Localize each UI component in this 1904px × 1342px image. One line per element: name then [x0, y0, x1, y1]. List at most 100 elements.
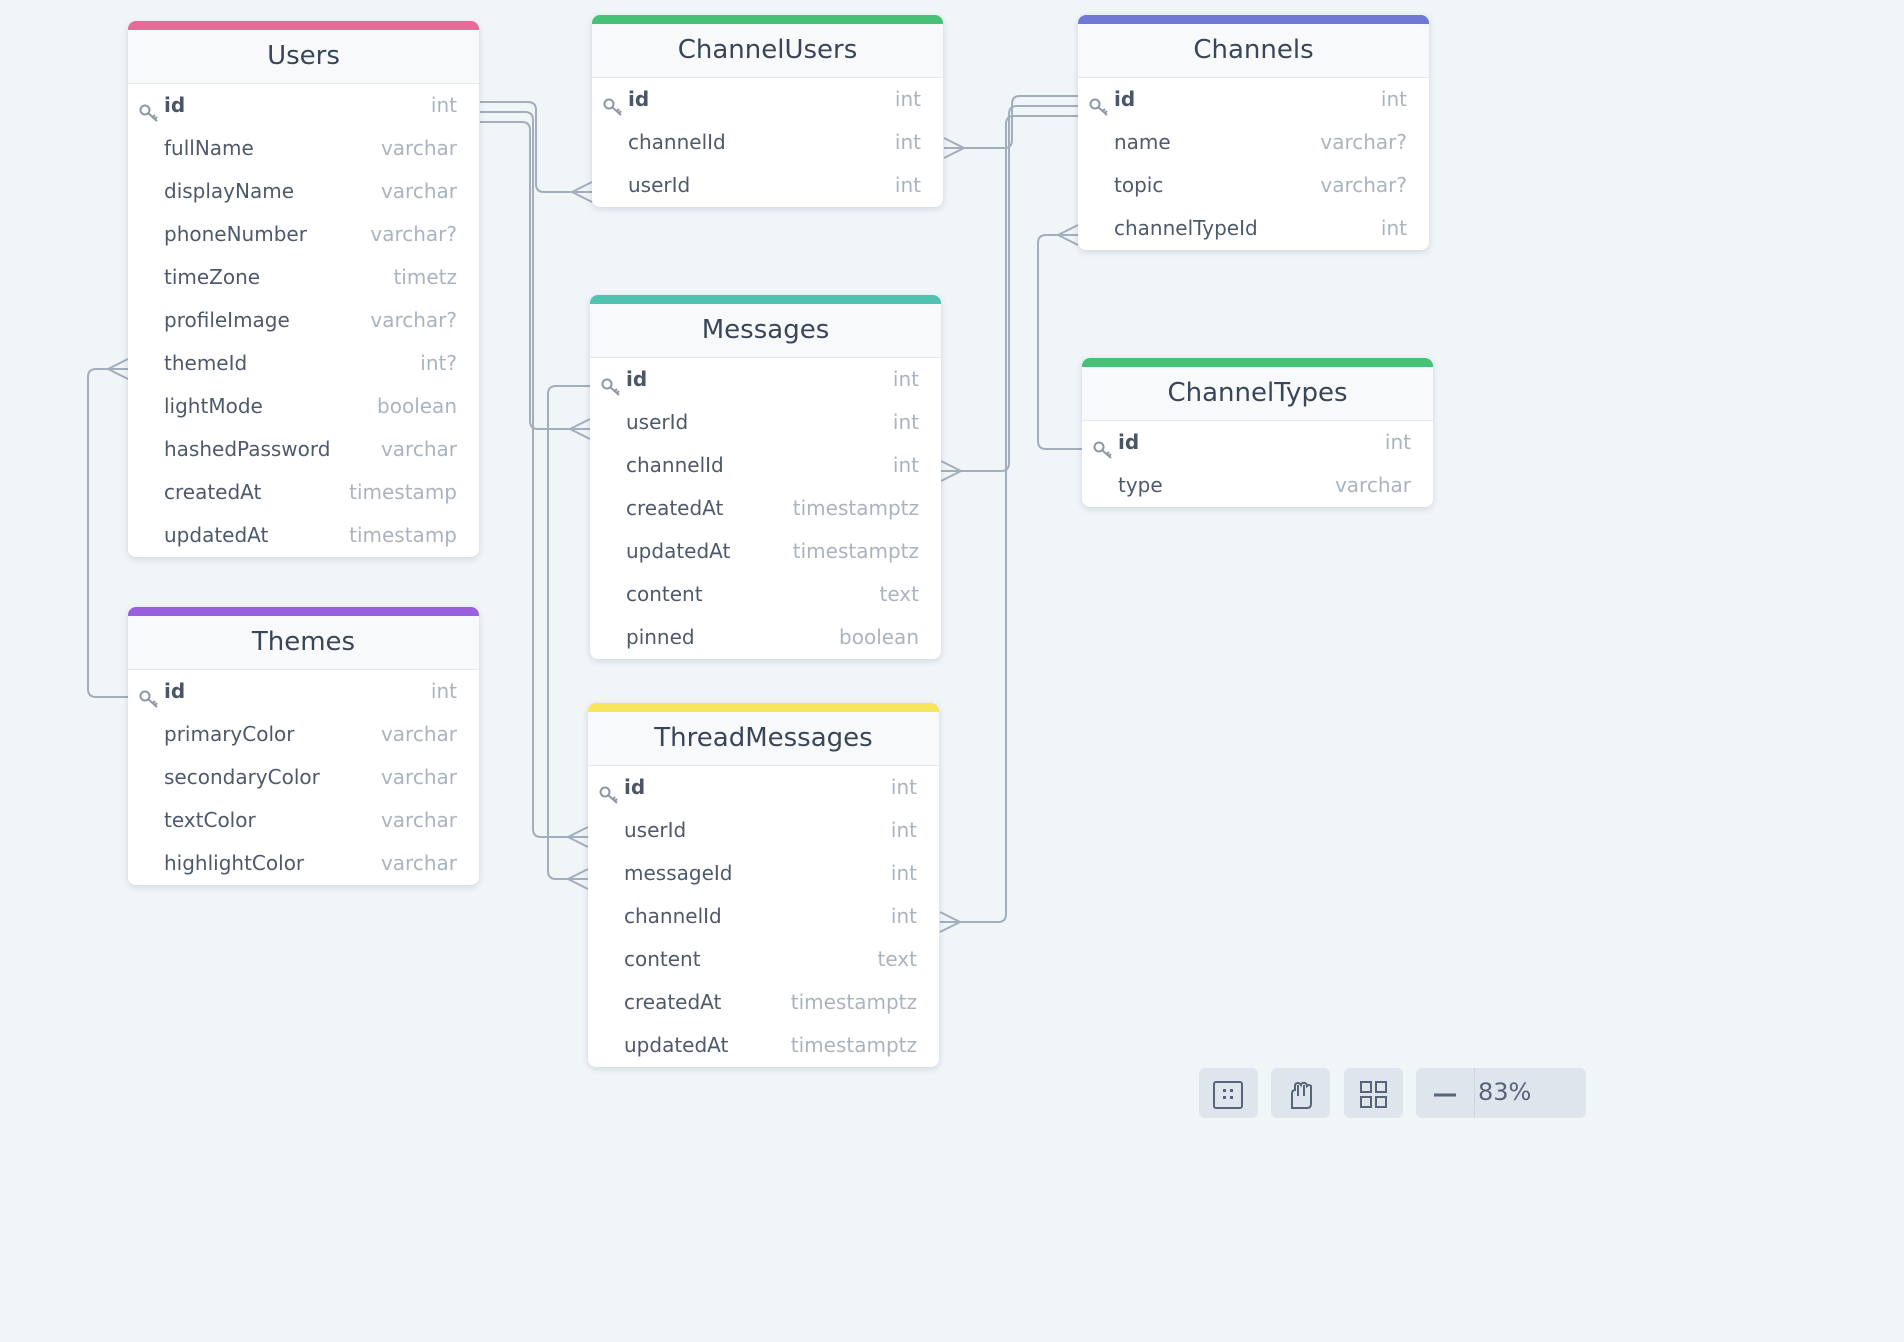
- crowfoot: [940, 460, 962, 482]
- relation-users-messages: [480, 121, 590, 430]
- primary-key-icon: [1088, 89, 1110, 132]
- field-name: id: [164, 93, 186, 117]
- field-name: highlightColor: [164, 851, 305, 875]
- field-name: topic: [1114, 173, 1164, 197]
- field-type: int: [430, 679, 457, 703]
- table-accent-bar: [1078, 15, 1429, 24]
- field-name: id: [624, 775, 646, 799]
- minus-icon: [1434, 1093, 1456, 1097]
- field-name: fullName: [164, 136, 254, 160]
- minimap-toggle-button[interactable]: [1199, 1068, 1258, 1118]
- field-name: primaryColor: [164, 722, 295, 746]
- relation-channels-messages: [941, 105, 1078, 472]
- crowfoot: [567, 826, 589, 848]
- field-row[interactable]: topic varchar?: [1078, 164, 1429, 207]
- hand-icon: [1291, 1081, 1312, 1109]
- field-row[interactable]: updatedAt timestamptz: [590, 530, 941, 573]
- field-name: updatedAt: [626, 539, 731, 563]
- relation-users-channelusers: [480, 101, 592, 193]
- relation-messages-threadmessages: [547, 385, 590, 880]
- field-type: varchar?: [1320, 130, 1407, 154]
- zoom-control: 83%: [1416, 1068, 1586, 1118]
- primary-key-icon: [602, 89, 624, 132]
- field-row[interactable]: userId int: [590, 401, 941, 444]
- table-title: Users: [128, 30, 479, 84]
- field-name: channelId: [624, 904, 722, 928]
- field-row[interactable]: id int: [128, 670, 479, 713]
- table-title: ThreadMessages: [588, 712, 939, 766]
- table-title: Themes: [128, 616, 479, 670]
- field-type: int: [892, 410, 919, 434]
- pan-tool-button[interactable]: [1271, 1068, 1330, 1118]
- field-row[interactable]: id int: [588, 766, 939, 809]
- field-type: int: [890, 818, 917, 842]
- table-title: Messages: [590, 304, 941, 358]
- field-type: varchar?: [1320, 173, 1407, 197]
- field-name: userId: [626, 410, 689, 434]
- field-type: int: [1380, 87, 1407, 111]
- table-accent-bar: [128, 607, 479, 616]
- table-title: ChannelUsers: [592, 24, 943, 78]
- field-type: timestamptz: [790, 1033, 917, 1057]
- zoom-out-button[interactable]: [1416, 1068, 1475, 1118]
- field-name: id: [164, 679, 186, 703]
- relation-themes-users: [87, 368, 128, 698]
- table-accent-bar: [128, 21, 479, 30]
- field-name: themeId: [164, 351, 248, 375]
- dotted-frame-icon: [1213, 1081, 1243, 1109]
- field-type: boolean: [377, 394, 457, 418]
- field-type: timestamptz: [792, 539, 919, 563]
- field-type: timestamp: [349, 480, 457, 504]
- auto-arrange-button[interactable]: [1344, 1068, 1403, 1118]
- field-name: channelId: [628, 130, 726, 154]
- field-name: userId: [628, 173, 691, 197]
- field-type: int: [430, 93, 457, 117]
- field-type: int: [890, 861, 917, 885]
- field-type: timestamp: [349, 523, 457, 547]
- table-accent-bar: [588, 703, 939, 712]
- field-row[interactable]: id int: [128, 84, 479, 127]
- field-type: int: [890, 775, 917, 799]
- field-name: channelTypeId: [1114, 216, 1258, 240]
